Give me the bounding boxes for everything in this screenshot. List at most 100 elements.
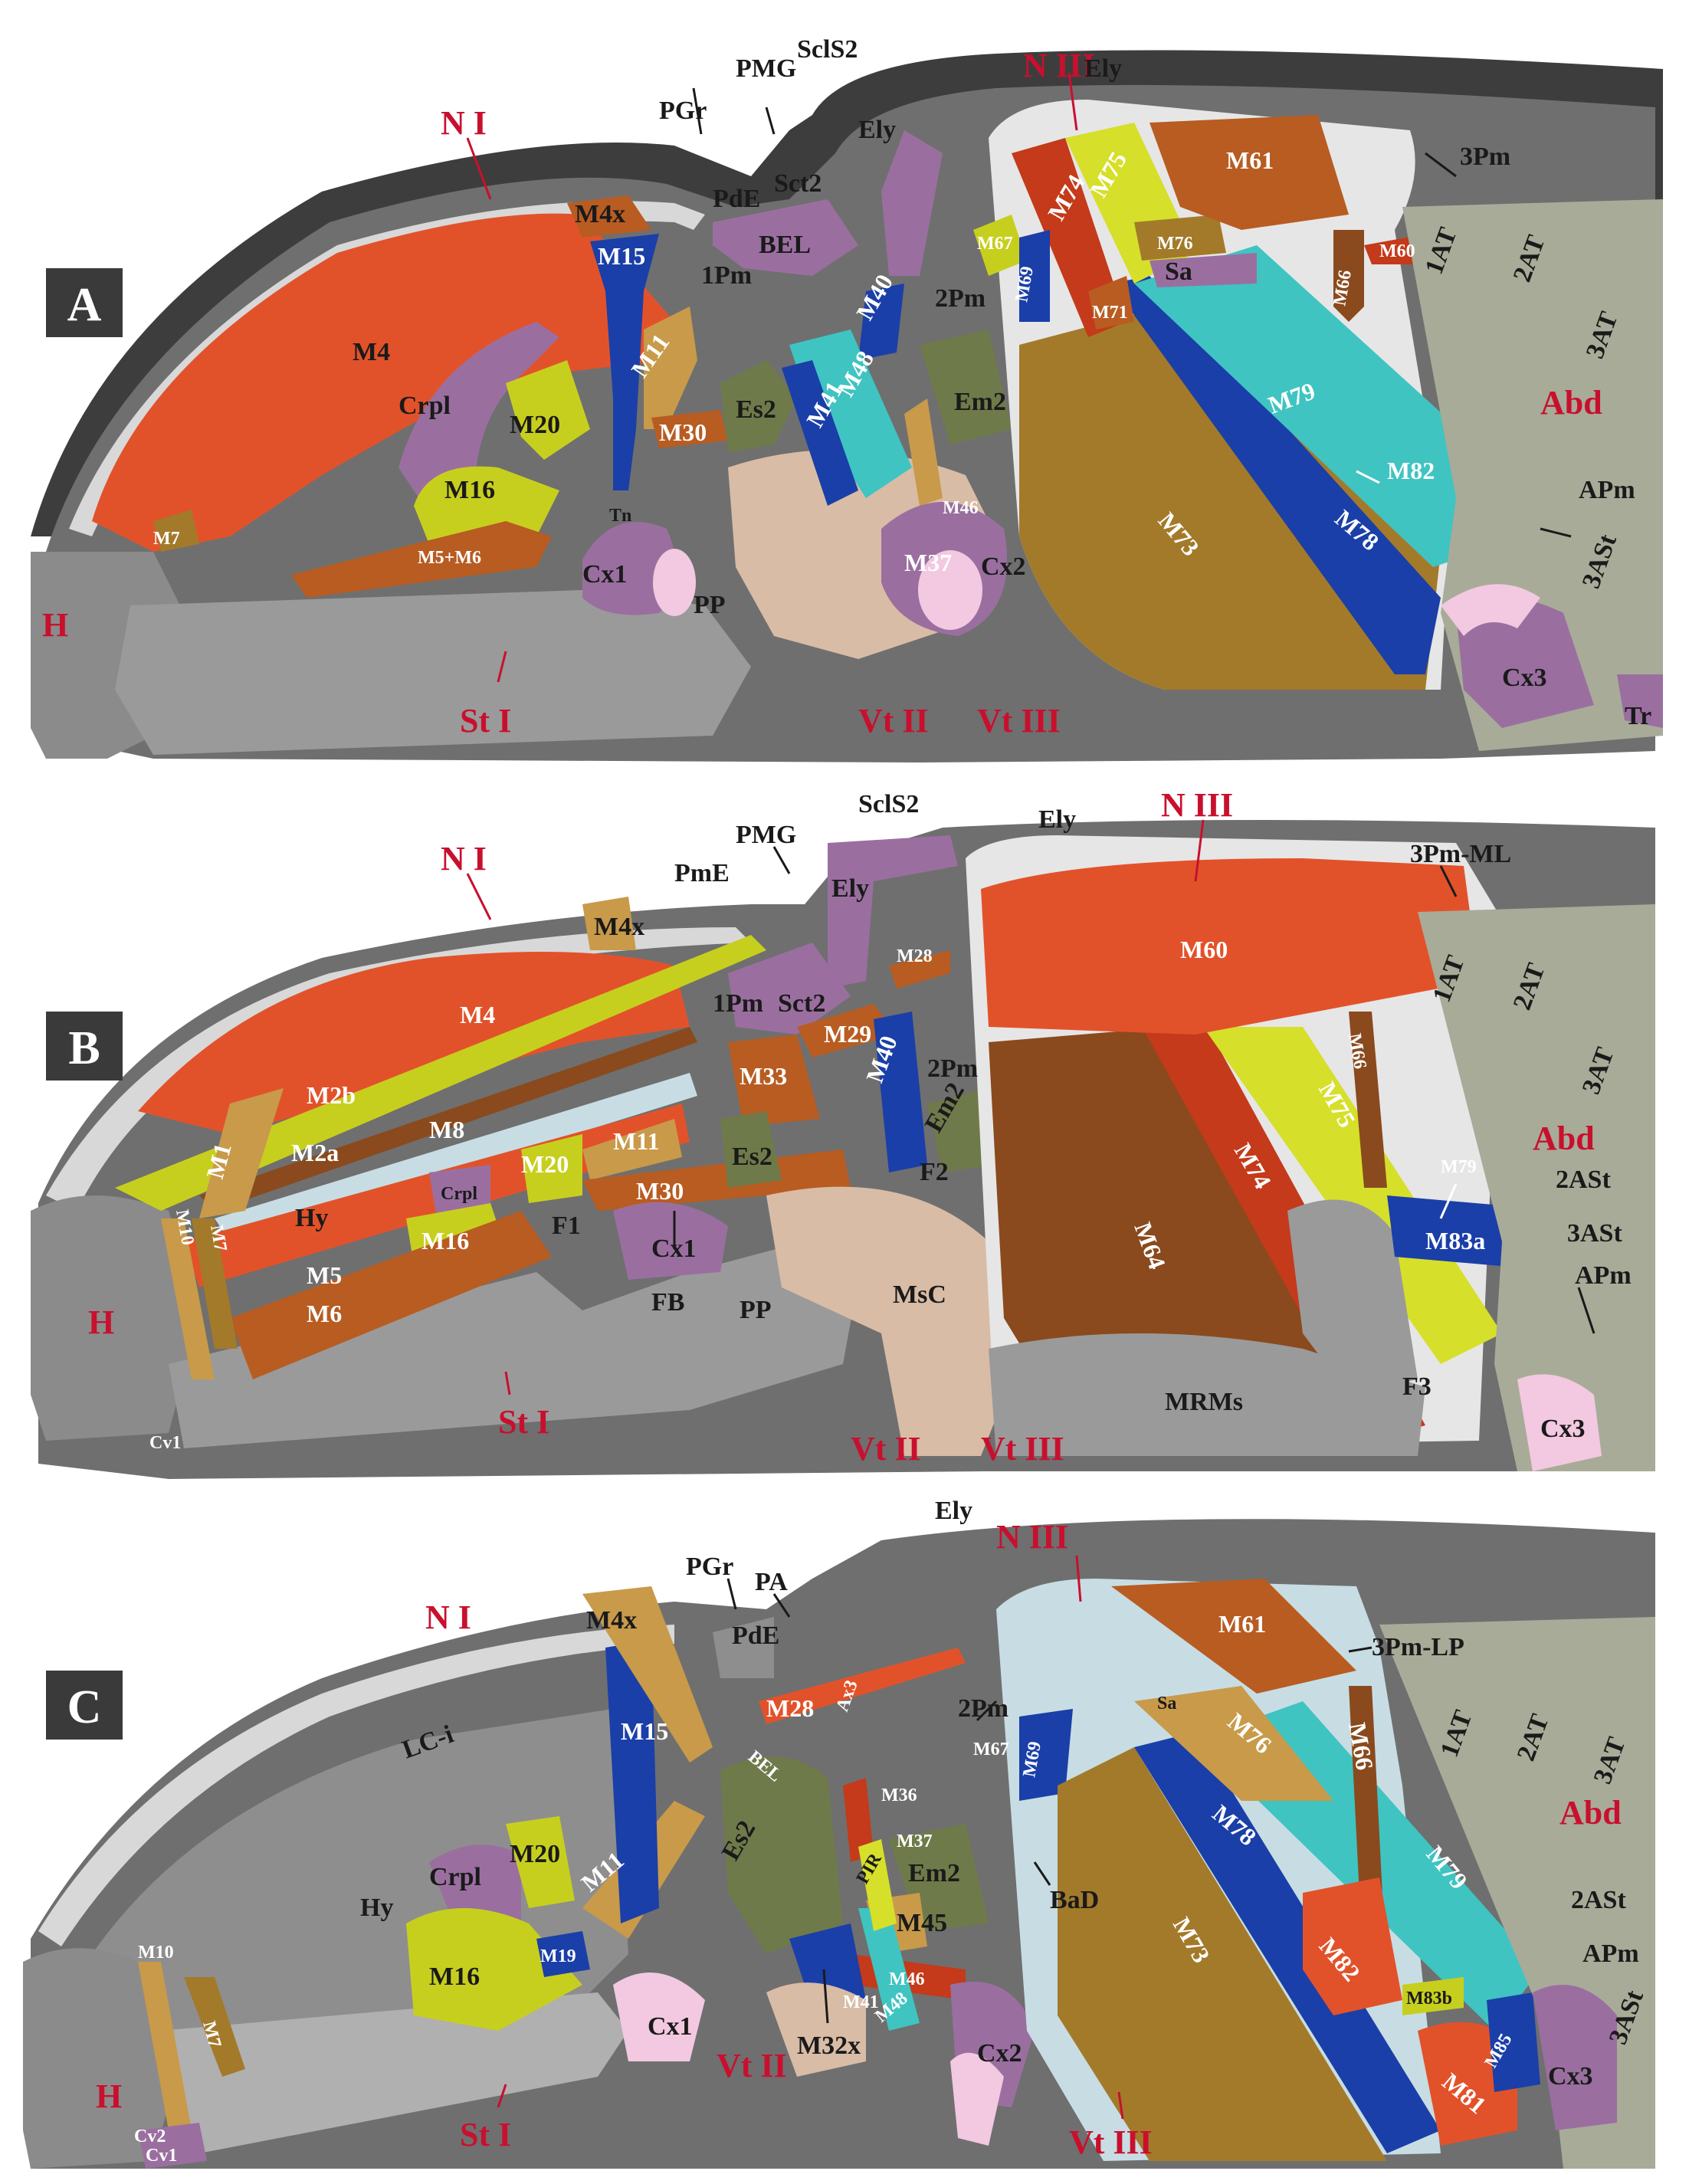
label-pde-c: PdE <box>732 1622 779 1650</box>
coxa3-c <box>1533 1985 1617 2130</box>
label-vtii-b: Vt II <box>851 1430 921 1467</box>
muscle-m41-a <box>782 360 858 506</box>
sct2-b <box>728 943 851 1035</box>
label-hy-b: Hy <box>295 1204 328 1232</box>
label-pgr-c: PGr <box>686 1553 733 1581</box>
cervical-c <box>138 2123 207 2169</box>
label-pme-b: PmE <box>674 859 730 887</box>
muscle-m5m6-a <box>291 521 552 598</box>
muscle-m36-c <box>843 1778 874 1862</box>
label-cv1-c: Cv1 <box>146 2146 177 2166</box>
label-2pm-b: 2Pm <box>927 1054 978 1083</box>
leader-apm-a <box>1540 527 1572 538</box>
msc-b <box>766 1186 1012 1456</box>
label-cx1-c: Cx1 <box>648 2012 693 2041</box>
label-crpl-c: Crpl <box>429 1863 481 1891</box>
es2-c <box>720 1756 843 1954</box>
label-m71-a: M71 <box>1092 303 1128 323</box>
coxa3-articulation-a <box>1441 584 1540 636</box>
label-2pm-c: 2Pm <box>958 1694 1008 1723</box>
label-3pm-a: 3Pm <box>1460 143 1510 171</box>
muscle-m29-b <box>797 1004 897 1058</box>
label-m4x-b: M4x <box>594 913 644 941</box>
label-m16-c: M16 <box>429 1963 480 1991</box>
label-1pm-b: 1Pm <box>713 989 763 1018</box>
head-b <box>31 1195 199 1441</box>
muscle-m7-c <box>184 1977 245 2077</box>
label-m36-c: M36 <box>881 1786 917 1805</box>
label-ni-c: N I <box>425 1599 471 1636</box>
coxa1-c <box>613 1972 705 2061</box>
label-3pmlp-c: 3Pm-LP <box>1372 1633 1464 1661</box>
label-m10-c: M10 <box>138 1943 174 1963</box>
panel-letter-box-b <box>46 1012 123 1081</box>
label-m45-c: M45 <box>897 1909 947 1937</box>
label-sct2-a: Sct2 <box>774 169 822 198</box>
coxa1-b <box>613 1202 728 1280</box>
leader-niii-a <box>1068 72 1078 131</box>
muscle-m7-b <box>192 1218 238 1349</box>
label-es2-a: Es2 <box>736 395 776 424</box>
bel-a <box>881 130 943 276</box>
em2-a <box>920 330 1012 444</box>
muscle-m28-c <box>759 1648 966 1724</box>
muscle-m33-b <box>728 1035 820 1126</box>
label-niii-a: N III <box>1023 47 1095 84</box>
muscle-m1-b <box>199 1088 284 1218</box>
label-m60-a: M60 <box>1379 241 1415 261</box>
leader-m82-a <box>1356 470 1380 484</box>
crpl-b <box>429 1165 490 1218</box>
label-vtiii-c: Vt III <box>1069 2123 1153 2161</box>
muscle-m85-c <box>1487 1992 1540 2092</box>
muscle-m4-a <box>92 213 674 552</box>
label-m11-b: M11 <box>613 1127 659 1155</box>
muscle-m5m6-b <box>230 1211 552 1379</box>
coxa3-a <box>1456 598 1594 728</box>
label-apm-c: APm <box>1582 1940 1639 1968</box>
label-m79-b: M79 <box>1441 1157 1477 1177</box>
leader-ni-b <box>466 873 492 920</box>
muscle-m15-c <box>605 1640 659 1923</box>
leader-2pm-c <box>976 1700 998 1722</box>
label-pde-a: PdE <box>713 185 760 213</box>
muscle-m40-b <box>874 1012 927 1172</box>
leader-m32x-c <box>822 1969 829 2024</box>
leader-apm-b <box>1577 1287 1596 1334</box>
label-m2a-b: M2a <box>291 1139 339 1166</box>
muscle-m78-a <box>1111 276 1441 674</box>
label-m7-b: M7 <box>206 1224 231 1254</box>
label-m83a-b: M83a <box>1425 1227 1485 1254</box>
label-pp-b: PP <box>740 1296 772 1324</box>
muscle-m16-a <box>414 466 559 544</box>
label-m32x-c: M32x <box>797 2032 861 2060</box>
label-vtii-a: Vt II <box>858 702 929 739</box>
label-f3-b: F3 <box>1402 1372 1432 1401</box>
muscle-m83b-c <box>1402 1977 1464 2015</box>
label-m19-c: M19 <box>540 1946 576 1966</box>
label-sa-a: Sa <box>1165 257 1192 286</box>
label-abd-b: Abd <box>1533 1120 1595 1157</box>
label-sct2-b: Sct2 <box>778 989 825 1018</box>
muscle-m2a-b <box>199 1027 697 1211</box>
leader-ni-a <box>466 137 492 200</box>
label-m41-c: M41 <box>843 1992 879 2012</box>
label-scls2-b: SclS2 <box>858 790 919 818</box>
leader-pmg-a <box>765 107 776 135</box>
pde-c <box>713 1617 774 1678</box>
label-m29-b: M29 <box>824 1020 871 1048</box>
label-m16-b: M16 <box>421 1227 469 1254</box>
label-em2-a: Em2 <box>954 388 1006 416</box>
muscle-m40-a <box>858 284 904 360</box>
muscle-m4x-c <box>582 1586 713 1763</box>
label-ely-c: Ely <box>935 1497 972 1525</box>
label-niii-b: N III <box>1161 786 1233 824</box>
label-m6-b: M6 <box>307 1300 342 1327</box>
muscle-m37-a <box>904 398 943 506</box>
muscle-m20-c <box>506 1816 575 1908</box>
label-m30-a: M30 <box>659 418 707 446</box>
label-cv2-c: Cv2 <box>134 2127 166 2146</box>
label-m33-b: M33 <box>740 1062 787 1090</box>
label-m20-b: M20 <box>521 1150 569 1178</box>
label-bad-c: BaD <box>1050 1886 1099 1914</box>
